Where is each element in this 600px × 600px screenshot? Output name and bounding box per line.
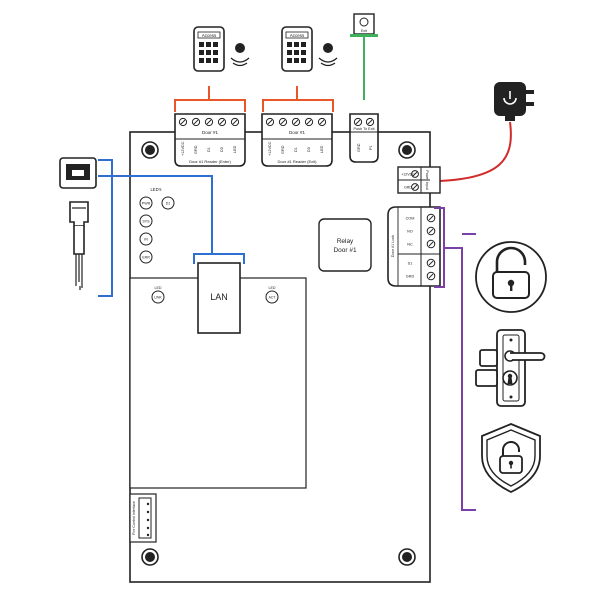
led-in: IN [144, 238, 148, 242]
lock-terminal-nc: NC [407, 243, 413, 247]
controller-board [129, 131, 431, 583]
reader-enter-terminal-1: +12VDC [181, 141, 185, 156]
exit-button-device: Exit [353, 13, 375, 35]
door-lock-icon [475, 329, 546, 407]
reader-exit-keypad: Access [281, 26, 338, 72]
reader-wires [174, 86, 334, 112]
reader-enter-terminal-5: LED [233, 145, 237, 153]
network-link-led: LED LINK [151, 286, 165, 304]
reader-exit-header: Door #1 [289, 130, 306, 135]
act-label: ACT [269, 296, 276, 300]
exit-button-label: Exit [361, 29, 367, 33]
exit-terminal-header: Push To Exit [353, 127, 375, 131]
keypad-reader-icon [193, 26, 250, 72]
lock-terminal-no: NO [407, 230, 413, 234]
led-d1: D1 [166, 202, 171, 206]
lock-terminal-com: COM [406, 217, 415, 221]
reader-enter-keypad: Access [193, 26, 250, 72]
reader-exit-keypad-label: Access [290, 33, 305, 38]
led-err: ERR [142, 256, 150, 260]
padlock-icon [475, 241, 547, 313]
power-terminal-block: +12VDC GRD Power Input [397, 166, 441, 194]
mounting-holes [141, 141, 416, 566]
leds-title: LED's [150, 187, 161, 192]
power-input-label: Power Input [425, 170, 429, 189]
lock-block-label: Door #1 Lock [391, 235, 395, 258]
power-wire [439, 121, 512, 182]
reader-enter-terminal-4: D0 [220, 147, 224, 152]
relay-line-2: Door #1 [333, 247, 357, 254]
reader-enter-terminal-block: Door #1 +12VDC GRD D1 D0 LED Door #1 Rea… [174, 113, 246, 167]
power-adapter-icon [494, 82, 534, 121]
status-leds: LED's PWR D1 SYS IN ERR [139, 187, 175, 264]
reader-exit-terminal-1: +12VDC [268, 141, 272, 156]
keypad-reader-icon [281, 26, 338, 72]
lock-terminal-grd: GRD [406, 275, 415, 279]
exit-terminal-2: P1 [369, 145, 373, 150]
fire-control-label: Fire Control Interface [132, 501, 136, 535]
fire-control-interface: Fire Control Interface [129, 493, 157, 543]
lock-terminal-block: Door #1 Lock COM NO NC S1 GRD [387, 206, 441, 287]
reader-exit-terminal-4: D0 [307, 147, 311, 152]
network-wire [98, 159, 245, 297]
relay-line-1: Relay [337, 238, 354, 245]
power-terminal-1: +12VDC [401, 173, 415, 177]
reader-enter-caption: Door #1 Reader (Enter) [189, 159, 231, 164]
reader-enter-keypad-label: Access [202, 33, 217, 38]
link-label: LINK [154, 296, 162, 300]
reader-enter-terminal-3: D1 [207, 147, 211, 152]
reader-exit-terminal-5: LED [320, 145, 324, 153]
exit-button-wire [350, 34, 378, 100]
relay-module: Relay Door #1 [318, 218, 372, 272]
rj45-plug-icon [69, 201, 89, 290]
reader-exit-terminal-3: D1 [294, 147, 298, 152]
led-sys: SYS [142, 220, 150, 224]
reader-exit-terminal-2: GRD [281, 145, 285, 154]
ethernet-jack-icon [59, 157, 97, 189]
lan-port: LAN [197, 262, 241, 334]
lock-terminal-s1: S1 [408, 262, 413, 266]
reader-enter-header: Door #1 [202, 130, 219, 135]
act-caption: LED [269, 286, 276, 290]
network-act-led: LED ACT [265, 286, 279, 304]
security-shield-icon [481, 423, 541, 493]
exit-terminal-1: GRD [357, 143, 361, 152]
reader-exit-caption: Door #1 Reader (Exit) [278, 159, 318, 164]
exit-terminal-block: Push To Exit GRD P1 [349, 113, 379, 163]
led-pwr: PWR [142, 202, 151, 206]
lan-label: LAN [210, 292, 228, 302]
reader-enter-terminal-2: GRD [194, 145, 198, 154]
link-caption: LED [155, 286, 162, 290]
power-terminal-2: GRD [404, 186, 412, 190]
reader-exit-terminal-block: Door #1 +12VDC GRD D1 D0 LED Door #1 Rea… [261, 113, 333, 167]
lock-wires [434, 207, 476, 511]
